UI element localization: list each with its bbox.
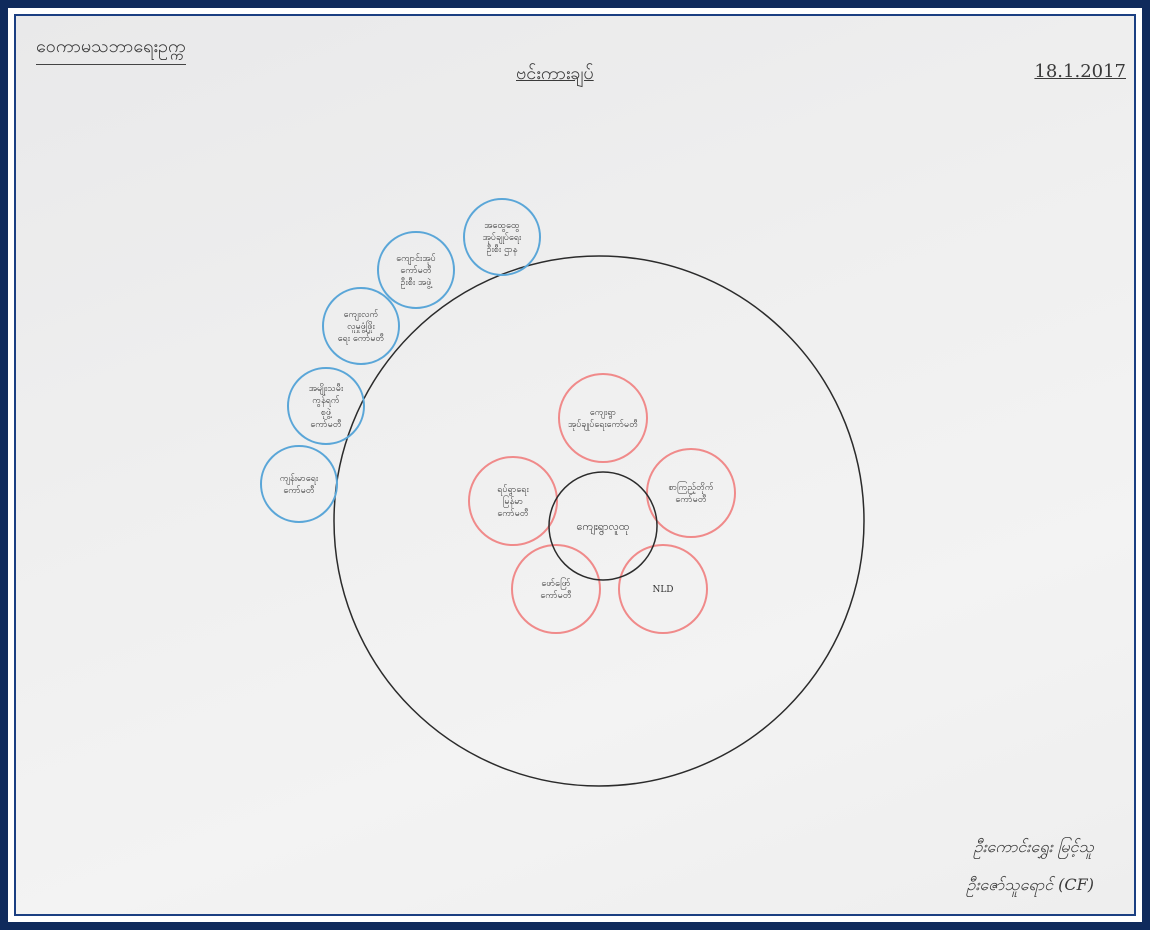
outer-node-circle-5 <box>463 198 541 276</box>
inner-node-circle-4 <box>511 544 601 634</box>
outer-node-label-3: ကျေးလက်လူမှုဖွံ့ဖြိုးရေး ကော်မတီ <box>338 309 385 345</box>
venn-diagram: ကျန်းမာရေးကော်မတီ အမျိုးသမီးကွန်ရက်စုဖွဲ့… <box>260 198 865 787</box>
signature-line-1: ဦးကောင်းရွှေး မြင့်သူ <box>973 837 1094 856</box>
outer-node-group: ကျန်းမာရေးကော်မတီ အမျိုးသမီးကွန်ရက်စုဖွဲ့… <box>260 198 541 523</box>
inner-node-label-4: ဖော်ဖြော်ကော်မတီ <box>540 577 572 601</box>
inner-node-label-3: NLD <box>652 585 673 595</box>
inner-node-circle-3 <box>618 544 708 634</box>
outer-node-circle-3 <box>322 287 400 365</box>
paper-sheet: ဝေကာမသဘာရေးဥက္က ဗင်းကားချပ် 18.1.2017 ကျ… <box>14 14 1136 916</box>
header-left-text: ဝေကာမသဘာရေးဥက္က <box>36 34 186 65</box>
inner-node-label-1: ကျေးရွာအုပ်ချုပ်ရေးကော်မတီ <box>568 408 638 431</box>
signature-line-2: ဦးဇော်သူရောင် (CF) <box>966 875 1094 894</box>
outer-node-circle-1 <box>260 445 338 523</box>
outer-node-label-1: ကျန်းမာရေးကော်မတီ <box>280 473 319 496</box>
center-circle <box>548 471 658 581</box>
inner-node-group: ကျေးရွာအုပ်ချုပ်ရေးကော်မတီစာကြည့်တိုက်ကေ… <box>468 373 736 634</box>
inner-node-label-5: ရပ်ရွာရေးမြန်မာကော်မတီ <box>497 484 529 519</box>
outer-node-label-4: ကျောင်းအုပ်ကော်မတီဦးစီး အဖွဲ့ <box>396 253 436 289</box>
center-node-label: ကျေးရွာလူထု <box>576 520 629 535</box>
inner-node-circle-2 <box>646 448 736 538</box>
inner-node-circle-1 <box>558 373 648 463</box>
inner-node-label-2: စာကြည့်တိုက်ကော်မတီ <box>668 481 714 505</box>
outer-node-circle-4 <box>377 231 455 309</box>
date-text: 18.1.2017 <box>1034 61 1126 82</box>
outer-node-label-5: အထွေထွေအုပ်ချုပ်ရေးဦးစီး ဌာန <box>483 221 522 256</box>
outer-node-label-2: အမျိုးသမီးကွန်ရက်စုဖွဲ့ကော်မတီ <box>309 383 344 430</box>
inner-node-circle-5 <box>468 456 558 546</box>
outer-ring <box>333 255 865 787</box>
diagram-title: ဗင်းကားချပ် <box>516 63 594 84</box>
outer-node-circle-2 <box>287 367 365 445</box>
